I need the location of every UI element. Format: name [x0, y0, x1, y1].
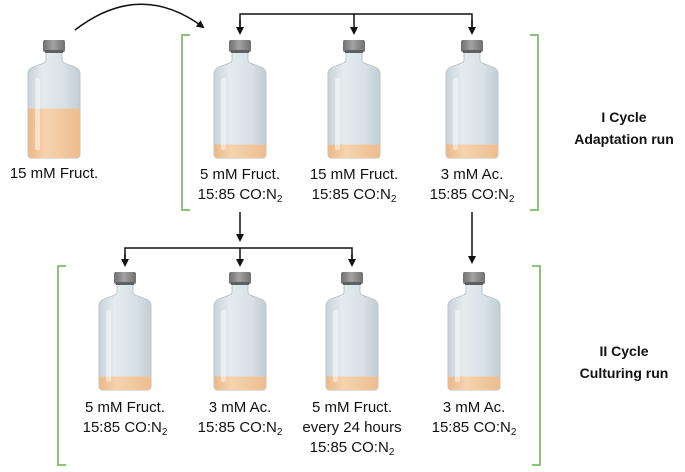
vial-highlight: [35, 78, 40, 150]
vial-cap: [43, 40, 65, 52]
vial-medium: 5 mM Fruct.: [199, 166, 280, 183]
vial-highlight: [335, 78, 340, 150]
cycle2-name: II Cycle: [599, 343, 649, 359]
vial-liquid: [328, 144, 380, 158]
cycle2-vial1-label: 5 mM Fruct. 15:85 CO:N2: [83, 398, 168, 443]
cycle2-vial2-label: 3 mM Ac. 15:85 CO:N2: [198, 398, 283, 443]
vial-cap-rim: [465, 282, 483, 285]
vial-cap-rim: [231, 282, 249, 285]
vial-gas: 15:85 CO:N2: [82, 419, 168, 438]
vial-medium: 3 mM Ac.: [440, 166, 504, 183]
vial-layer: [27, 40, 501, 391]
cycle2-vial3-label: 5 mM Fruct. every 24 hours 15:85 CO:N2: [302, 398, 401, 463]
cycle2-vial4-label: 3 mM Ac. 15:85 CO:N2: [432, 398, 517, 443]
cycle2-vial-1: [98, 272, 152, 391]
vial-medium: 3 mM Ac.: [208, 399, 272, 416]
vial-medium: 15 mM Fruct.: [309, 166, 399, 183]
cycle1-right-bracket: [530, 34, 539, 211]
vial-cap-rim: [343, 282, 361, 285]
vial-gas: 15:85 CO:N2: [311, 186, 397, 205]
vial-highlight: [221, 78, 226, 150]
vial-medium: 3 mM Ac.: [442, 399, 506, 416]
vial-highlight: [106, 310, 111, 382]
vial-cap-rim: [231, 50, 249, 53]
vial-cap: [343, 40, 365, 52]
cycle1-vial-3: [445, 40, 499, 159]
vial-liquid: [446, 144, 498, 158]
vial-highlight: [453, 78, 458, 150]
cycle2-title: II Cycle Culturing run: [580, 340, 669, 384]
curved-transfer-arrow: [74, 3, 205, 31]
vial-cap-rim: [45, 50, 63, 53]
vial-highlight: [333, 310, 338, 382]
vial-liquid: [214, 376, 266, 390]
vial-highlight: [221, 310, 226, 382]
vial-cap: [461, 40, 483, 52]
cycle2-left-bracket: [57, 265, 66, 466]
cycle2-description: Culturing run: [579, 365, 669, 381]
cycle1-vial2-label: 15 mM Fruct. 15:85 CO:N2: [310, 165, 398, 210]
vial-schedule: every 24 hours: [302, 419, 402, 436]
vial-medium: 5 mM Fruct.: [84, 399, 165, 416]
cycle2-vial-3: [325, 272, 379, 391]
cycle1-left-bracket: [181, 34, 190, 211]
cycle1-vial-2: [327, 40, 381, 159]
vial-liquid: [99, 376, 151, 390]
start-vial-label: 15 mM Fruct.: [10, 164, 98, 184]
cycle2-vial-4: [447, 272, 501, 391]
vial-gas: 15:85 CO:N2: [197, 186, 283, 205]
vial-cap-rim: [345, 50, 363, 53]
vial-medium: 5 mM Fruct.: [311, 399, 393, 416]
vial-gas: 15:85 CO:N2: [429, 186, 515, 205]
vial-gas: 15:85 CO:N2: [309, 439, 395, 458]
cycle1-vial3-label: 3 mM Ac. 15:85 CO:N2: [430, 165, 515, 210]
start-vial: [27, 40, 81, 159]
vial-cap: [229, 40, 251, 52]
vial-cap: [341, 272, 363, 284]
cycle1-distribution-arrows: [236, 13, 476, 35]
cycle1-title: I Cycle Adaptation run: [574, 106, 674, 150]
vial-highlight: [455, 310, 460, 382]
vial-gas: 15:85 CO:N2: [197, 419, 283, 438]
vial-liquid: [326, 376, 378, 390]
cycle2-vial-2: [213, 272, 267, 391]
vial-liquid: [448, 376, 500, 390]
cycle1-vial1-label: 5 mM Fruct. 15:85 CO:N2: [198, 165, 283, 210]
vial-cap: [463, 272, 485, 284]
start-vial-medium: 15 mM Fruct.: [9, 165, 99, 182]
cycle1-name: I Cycle: [601, 109, 647, 125]
vial-cap: [229, 272, 251, 284]
vial-gas: 15:85 CO:N2: [431, 419, 517, 438]
vial-cap-rim: [116, 282, 134, 285]
cycle2-right-bracket: [532, 265, 541, 466]
vial-liquid: [214, 144, 266, 158]
vial-cap: [114, 272, 136, 284]
vial-liquid: [28, 108, 80, 158]
cycle1-description: Adaptation run: [574, 131, 674, 147]
cycle1-vial-1: [213, 40, 267, 159]
cycle2-distribution-arrows: [121, 247, 356, 267]
vial-cap-rim: [463, 50, 481, 53]
